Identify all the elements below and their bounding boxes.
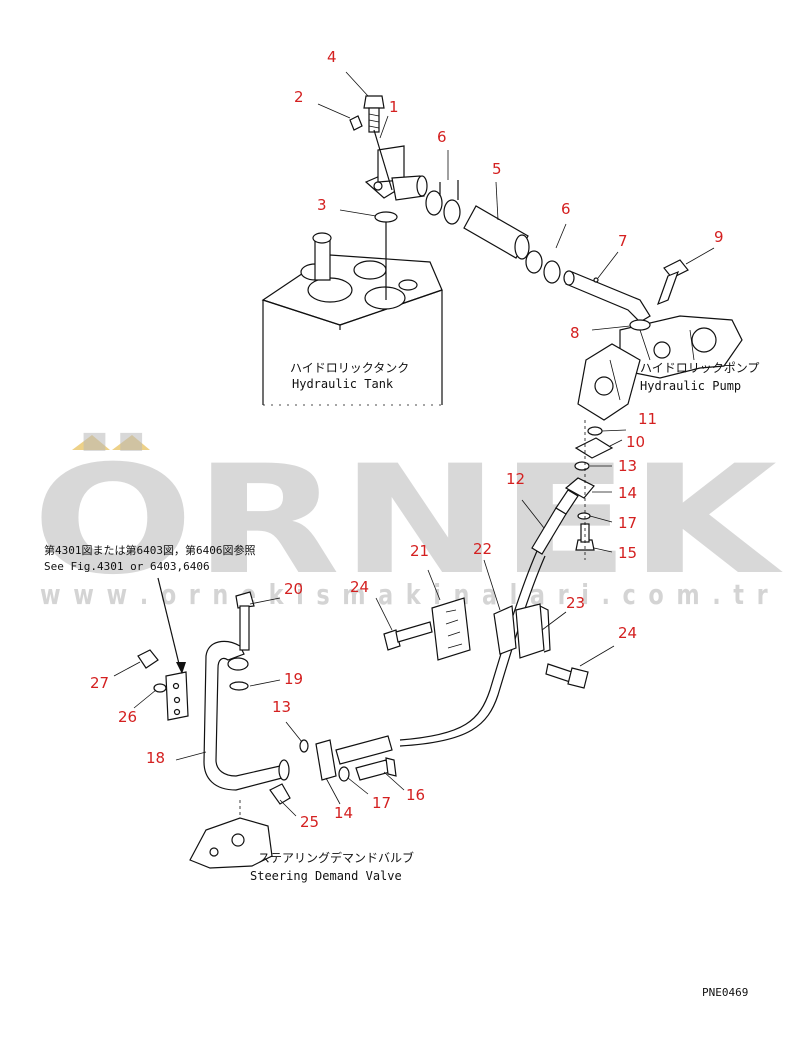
callout-8: 8 [570,324,580,342]
callout-10: 10 [626,433,645,451]
callout-9: 9 [714,228,724,246]
o-ring-13a [574,461,590,471]
leader-lines [113,71,715,817]
hydraulic-pump-label-en: Hydraulic Pump [640,379,741,393]
o-ring-3 [374,211,398,223]
callout-17b: 17 [372,794,391,812]
washer-17a [577,512,591,520]
nut-27 [137,649,159,669]
hydraulic-tank-label-jp: ハイドロリックタンク [290,361,409,375]
watermark-url: w w w . o r n e k i s m a k i n a l a r … [40,578,770,611]
callout-13a: 13 [618,457,637,475]
callout-21: 21 [410,542,429,560]
callout-4: 4 [327,48,337,66]
split-flange-14b [315,739,337,781]
callout-22: 22 [473,540,492,558]
callout-16: 16 [406,786,425,804]
watermark: ÖRNEK w w w . o r n e k i s m a k i n a … [32,432,783,611]
callout-18: 18 [146,749,165,767]
washer-26 [153,683,167,693]
steering-demand-valve [189,800,273,869]
bolt-24a [383,621,433,651]
hydraulic-pump [577,315,743,421]
bolt-20 [235,591,255,651]
callout-20: 20 [284,580,303,598]
callout-13b: 13 [272,698,291,716]
clamp-21 [431,597,471,661]
callout-26: 26 [118,708,137,726]
hydraulic-tank-label-en: Hydraulic Tank [292,377,394,391]
elbow-fitting [364,145,428,201]
clamps-6a [425,180,461,225]
bracket-26 [165,671,189,721]
flange-tube-top [227,657,249,671]
pin-2 [349,115,363,131]
callout-6b: 6 [561,200,571,218]
clamps-6b [525,250,561,284]
callout-11: 11 [638,410,657,428]
callout-24b: 24 [618,624,637,642]
hydraulic-tank [261,232,443,406]
callout-3: 3 [317,196,327,214]
callout-17a: 17 [618,514,637,532]
reference-note-jp: 第4301図または第6403図，第6406図参照 [44,543,255,557]
o-ring-8 [629,319,651,331]
reference-note-en: See Fig.4301 or 6403,6406 [44,560,210,573]
bolt-9 [656,259,689,306]
callouts: 1 2 3 4 5 6 6 7 8 9 10 11 12 13 13 14 14… [90,48,724,831]
clamp-23 [515,603,551,659]
callout-15: 15 [618,544,637,562]
watermark-accent-right [112,435,150,450]
split-flange-14a [564,477,595,499]
hose-12 [399,489,579,747]
callout-7: 7 [618,232,628,250]
callout-27: 27 [90,674,109,692]
hose-12-end [335,735,393,765]
tube-7 [563,270,651,323]
clamp-22 [493,605,517,655]
callout-6a: 6 [437,128,447,146]
watermark-brand: ÖRNEK [32,432,783,608]
steering-valve-label-en: Steering Demand Valve [250,869,402,883]
callout-12: 12 [506,470,525,488]
callout-2: 2 [294,88,304,106]
drawing-code: PNE0469 [702,986,748,999]
o-ring-19 [229,681,249,691]
clip-25 [269,783,291,805]
tube-18 [203,640,290,791]
hose-5 [463,205,530,260]
o-ring-11 [587,426,603,436]
bolt-16 [355,757,397,781]
o-ring-13b [299,739,309,753]
callout-5: 5 [492,160,502,178]
bolt-4 [363,95,385,133]
callout-1: 1 [389,98,399,116]
steering-valve-label-jp: ステアリングデマンドバルブ [258,850,414,865]
callout-25: 25 [300,813,319,831]
callout-23: 23 [566,594,585,612]
callout-19: 19 [284,670,303,688]
callout-14a: 14 [618,484,637,502]
callout-24a: 24 [350,578,369,596]
bolt-24b [545,663,589,689]
washer-17b [338,766,350,782]
hydraulic-pump-label-jp: ハイドロリックポンプ [640,361,759,375]
watermark-accent-left [72,435,110,450]
callout-14b: 14 [334,804,353,822]
